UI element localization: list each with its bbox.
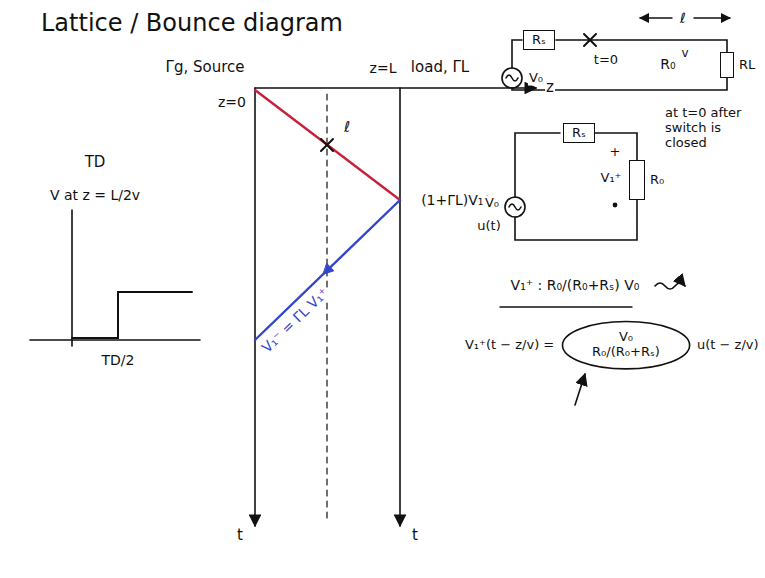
node-text: RL bbox=[739, 58, 755, 73]
annotation-label: t bbox=[411, 527, 419, 544]
squiggle-arrow bbox=[655, 283, 685, 289]
slide-title: Lattice / Bounce diagram bbox=[40, 10, 344, 38]
annotation-label: ℓ bbox=[343, 119, 351, 136]
resistor-box: Rₛ bbox=[523, 30, 555, 50]
annotation-label: at t=0 after switch is closed bbox=[664, 106, 762, 151]
step-waveform bbox=[72, 292, 192, 338]
annotation-label: t=0 bbox=[593, 53, 619, 68]
source-sine bbox=[509, 204, 521, 210]
annotation-label: ℓ bbox=[679, 10, 687, 26]
pointer-arrow bbox=[575, 374, 585, 405]
annotation-label: TD/2 bbox=[101, 352, 136, 368]
plot-axis bbox=[71, 210, 73, 346]
annotation-label: TD bbox=[84, 154, 107, 171]
circuit-wire bbox=[515, 133, 637, 240]
node-text: R₀ bbox=[650, 173, 664, 188]
circled-expression: V₀ R₀/(R₀+Rₛ) bbox=[561, 320, 691, 370]
annotation-label: R₀ bbox=[659, 56, 676, 72]
midpoint-dashed-line bbox=[326, 94, 327, 520]
node-text: Rₛ bbox=[572, 126, 586, 141]
cross-mark bbox=[321, 139, 333, 151]
plot-baseline bbox=[30, 339, 200, 341]
node-text: V₀ R₀/(R₀+Rₛ) bbox=[583, 330, 669, 360]
length-arrow bbox=[640, 17, 672, 18]
annotation-label: + bbox=[609, 145, 622, 160]
annotation-label: load, ΓL bbox=[410, 59, 470, 76]
terminal-dot bbox=[613, 203, 616, 206]
annotation-label: Γg, Source bbox=[165, 59, 246, 76]
resistor-box: RL bbox=[720, 52, 734, 78]
annotation-label: V₀ bbox=[528, 71, 544, 86]
cross-mark bbox=[321, 139, 333, 151]
source-sine bbox=[506, 75, 518, 81]
annotation-label: V₁⁺ : R₀/(R₀+Rₛ) V₀ bbox=[510, 277, 641, 293]
circuit-wire bbox=[595, 133, 637, 160]
node-text: Rₛ bbox=[532, 33, 546, 48]
annotation-label: V at z = L/2v bbox=[49, 187, 141, 203]
wave-direction-arrow bbox=[323, 264, 334, 275]
load-time-axis bbox=[399, 88, 401, 526]
incident-wave-line bbox=[255, 90, 400, 200]
reflected-wave-line bbox=[255, 200, 400, 340]
annotation-label: u(t) bbox=[476, 219, 501, 234]
source-time-axis bbox=[254, 88, 256, 526]
z-axis bbox=[255, 87, 536, 89]
switch-mark bbox=[584, 34, 596, 46]
resistor-box: R₀ bbox=[629, 160, 645, 200]
annotation-label: (1+ΓL)V₁⁺ bbox=[420, 192, 492, 208]
annotation-label: V₁⁺(t − z/v) = bbox=[464, 338, 555, 353]
length-arrow bbox=[694, 17, 730, 18]
voltage-source-symbol bbox=[502, 68, 522, 88]
voltage-source-symbol bbox=[505, 197, 525, 217]
annotation-label: V₀ bbox=[484, 196, 500, 211]
switch-mark bbox=[584, 34, 596, 46]
annotation-label: z bbox=[545, 79, 555, 96]
annotation-label: z=0 bbox=[217, 94, 247, 110]
resistor-box: Rₛ bbox=[563, 123, 595, 143]
annotation-label: v bbox=[680, 47, 689, 61]
annotation-label: t bbox=[236, 527, 244, 544]
annotation-label: z=L bbox=[369, 60, 398, 76]
annotation-label: V₁⁻ = ΓL V₁⁺ bbox=[258, 284, 332, 357]
annotation-label: u(t − z/v) bbox=[696, 338, 760, 353]
ellipse-outline bbox=[562, 321, 689, 368]
separator-line bbox=[500, 306, 632, 307]
annotation-label: V₁⁺ bbox=[600, 171, 623, 186]
